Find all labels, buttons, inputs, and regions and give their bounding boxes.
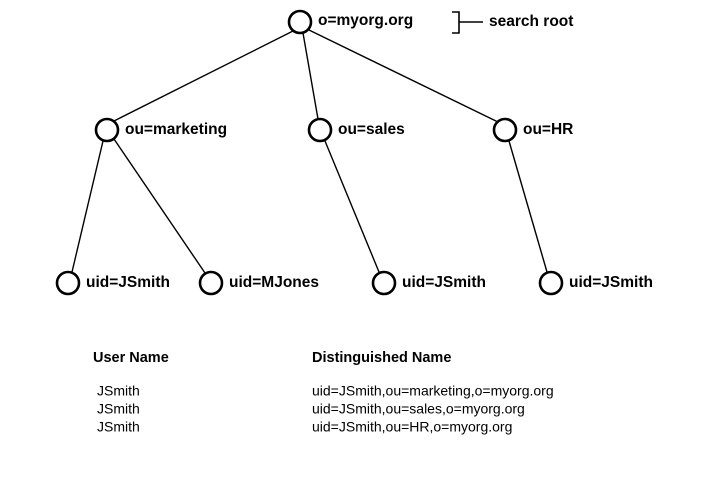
tree-node-label: uid=MJones (229, 274, 319, 291)
bracket-icon (452, 11, 460, 34)
search-root-annotation: search root (452, 11, 573, 34)
node-circle-icon (55, 270, 81, 296)
node-circle-icon (307, 117, 333, 143)
tree-edge-root-to-sales (302, 32, 319, 120)
tree-edge-marketing-to-leaf1 (71, 140, 104, 273)
tree-node-leaf2[interactable]: uid=MJones (198, 270, 319, 296)
tree-node-label: ou=sales (338, 121, 405, 138)
tree-edges (71, 29, 548, 274)
tree-node-label: uid=JSmith (86, 274, 170, 291)
cell-user-name: JSmith (97, 401, 140, 417)
tree-edge-hr-to-leaf4 (508, 140, 548, 273)
cell-user-name: JSmith (97, 419, 140, 435)
tree-node-leaf3[interactable]: uid=JSmith (371, 270, 486, 296)
node-circle-icon (538, 270, 564, 296)
cell-distinguished-name: uid=JSmith,ou=HR,o=myorg.org (312, 419, 512, 435)
table-column-header: Distinguished Name (312, 350, 451, 366)
tree-node-label: o=myorg.org (318, 12, 413, 29)
table-row: JSmith uid=JSmith,ou=sales,o=myorg.org (97, 401, 525, 417)
tree-node-label: ou=HR (523, 121, 573, 138)
tree-edge-marketing-to-leaf2 (113, 138, 206, 274)
tree-edge-root-to-marketing (113, 30, 294, 122)
node-circle-icon (198, 270, 224, 296)
node-circle-icon (94, 117, 120, 143)
table-row: JSmith uid=JSmith,ou=HR,o=myorg.org (97, 419, 512, 435)
node-circle-icon (287, 9, 313, 35)
cell-user-name: JSmith (97, 383, 140, 399)
search-root-label: search root (489, 13, 573, 30)
tree-node-label: uid=JSmith (569, 274, 653, 291)
tree-nodes: o=myorg.org ou=marketing ou=sales ou=HR uid=… (55, 9, 653, 296)
table-column-header: User Name (93, 350, 169, 366)
tree-node-label: ou=marketing (125, 121, 227, 138)
cell-distinguished-name: uid=JSmith,ou=marketing,o=myorg.org (312, 383, 554, 399)
cell-distinguished-name: uid=JSmith,ou=sales,o=myorg.org (312, 401, 525, 417)
tree-node-hr[interactable]: ou=HR (492, 117, 573, 143)
tree-node-leaf4[interactable]: uid=JSmith (538, 270, 653, 296)
node-circle-icon (371, 270, 397, 296)
tree-node-sales[interactable]: ou=sales (307, 117, 405, 143)
tree-edge-root-to-hr (308, 29, 499, 123)
tree-node-label: uid=JSmith (402, 274, 486, 291)
node-circle-icon (492, 117, 518, 143)
tree-node-marketing[interactable]: ou=marketing (94, 117, 227, 143)
tree-node-leaf1[interactable]: uid=JSmith (55, 270, 170, 296)
tree-node-root[interactable]: o=myorg.org (287, 9, 413, 35)
table-row: JSmith uid=JSmith,ou=marketing,o=myorg.or… (97, 383, 554, 399)
tree-edge-sales-to-leaf3 (324, 140, 380, 273)
